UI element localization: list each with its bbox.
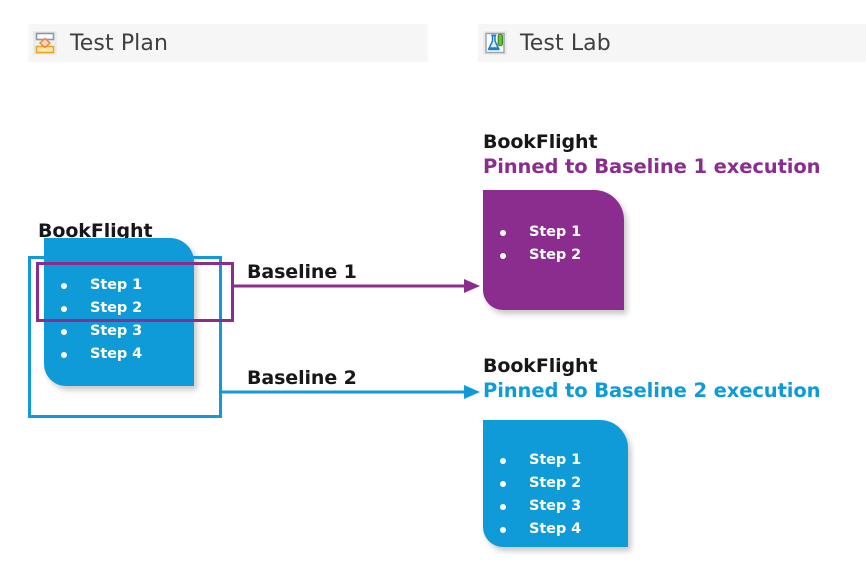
step-label: Step 1 bbox=[529, 224, 582, 240]
baseline-1-card-title: BookFlight bbox=[483, 131, 598, 153]
list-item: Step 1 bbox=[61, 274, 194, 297]
step-label: Step 2 bbox=[529, 475, 582, 491]
baseline-1-arrow-icon bbox=[232, 279, 480, 293]
bullet-icon bbox=[500, 480, 506, 487]
baseline-1-arrow-label: Baseline 1 bbox=[247, 261, 357, 283]
baseline-1-step-list: Step 1 Step 2 bbox=[483, 190, 624, 267]
list-item: Step 1 bbox=[500, 449, 628, 472]
bullet-icon bbox=[500, 252, 506, 259]
bullet-icon bbox=[61, 305, 67, 312]
left-step-list: Step 1 Step 2 Step 3 Step 4 bbox=[44, 238, 194, 366]
bullet-icon bbox=[61, 351, 67, 358]
section-header-test-lab: Test Lab bbox=[478, 24, 866, 62]
left-card-title: BookFlight bbox=[38, 220, 153, 242]
list-item: Step 4 bbox=[500, 518, 628, 541]
step-label: Step 1 bbox=[529, 452, 582, 468]
baseline-2-card-title: BookFlight bbox=[483, 355, 598, 377]
section-header-test-lab-label: Test Lab bbox=[520, 30, 611, 56]
list-item: Step 2 bbox=[61, 297, 194, 320]
baseline-2-step-list: Step 1 Step 2 Step 3 Step 4 bbox=[483, 420, 628, 541]
step-label: Step 2 bbox=[90, 300, 143, 316]
bullet-icon bbox=[61, 328, 67, 335]
list-item: Step 3 bbox=[61, 320, 194, 343]
list-item: Step 2 bbox=[500, 472, 628, 495]
baseline-2-arrow-label: Baseline 2 bbox=[247, 367, 357, 389]
bullet-icon bbox=[500, 526, 506, 533]
step-label: Step 3 bbox=[90, 323, 143, 339]
bullet-icon bbox=[500, 229, 506, 236]
list-item: Step 2 bbox=[500, 244, 624, 267]
step-label: Step 2 bbox=[529, 247, 582, 263]
section-header-test-plan-label: Test Plan bbox=[70, 30, 169, 56]
baseline-2-selection-outline[interactable] bbox=[28, 256, 222, 418]
step-label: Step 1 bbox=[90, 277, 143, 293]
test-plan-icon bbox=[33, 31, 57, 55]
test-lab-icon bbox=[483, 31, 507, 55]
bullet-icon bbox=[500, 457, 506, 464]
baseline-1-card-subtitle: Pinned to Baseline 1 execution bbox=[483, 155, 821, 178]
step-label: Step 3 bbox=[529, 498, 582, 514]
baseline-2-card-subtitle: Pinned to Baseline 2 execution bbox=[483, 379, 821, 402]
baseline-1-selection-outline[interactable] bbox=[36, 262, 234, 322]
list-item: Step 4 bbox=[61, 343, 194, 366]
baseline-2-execution-card[interactable]: Step 1 Step 2 Step 3 Step 4 bbox=[483, 420, 628, 547]
step-label: Step 4 bbox=[529, 521, 582, 537]
bullet-icon bbox=[61, 282, 67, 289]
list-item: Step 3 bbox=[500, 495, 628, 518]
step-label: Step 4 bbox=[90, 346, 143, 362]
section-header-test-plan: Test Plan bbox=[28, 24, 428, 62]
list-item: Step 1 bbox=[500, 221, 624, 244]
baseline-2-arrow-icon bbox=[222, 385, 480, 399]
bullet-icon bbox=[500, 503, 506, 510]
baseline-1-execution-card[interactable]: Step 1 Step 2 bbox=[483, 190, 624, 310]
